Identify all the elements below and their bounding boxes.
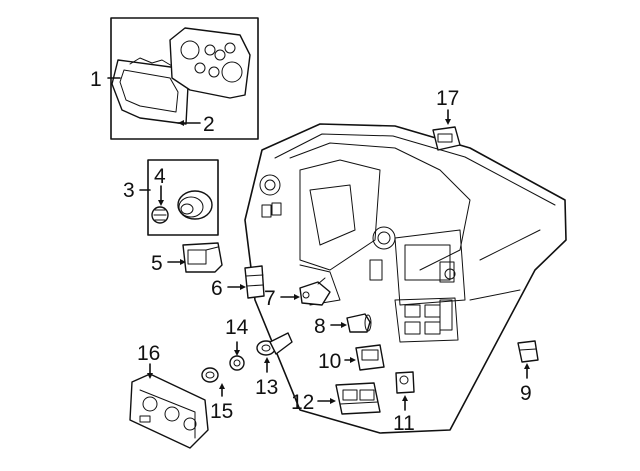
callout-8: 8 [314, 315, 326, 338]
switch-part-17 [432, 126, 461, 151]
callout-17: 17 [436, 87, 459, 110]
module-part-12 [335, 382, 381, 415]
callout-15: 15 [210, 400, 233, 423]
callout-4: 4 [154, 165, 166, 188]
callout-9: 9 [520, 382, 532, 405]
switch-part-6 [244, 265, 265, 299]
switch-part-11 [395, 371, 415, 394]
callout-5: 5 [151, 252, 163, 275]
callout-14: 14 [225, 316, 249, 339]
switch-part-9 [517, 340, 539, 363]
callout-16: 16 [137, 342, 160, 365]
instrument-cluster [169, 27, 251, 99]
switch-part-5 [182, 242, 223, 273]
callout-3: 3 [123, 179, 135, 202]
plug-part-8 [346, 313, 372, 333]
callout-11: 11 [393, 412, 415, 435]
callout-1: 1 [90, 68, 102, 91]
callout-10: 10 [318, 350, 341, 373]
sensor-part-7 [299, 277, 331, 306]
instrument-panel [244, 123, 567, 434]
climate-control-part-16 [129, 373, 209, 449]
callout-12: 12 [291, 391, 314, 414]
lighter-part-13 [256, 332, 293, 356]
callout-2: 2 [203, 113, 215, 136]
ring-part-14 [229, 355, 245, 371]
switch-part-10 [355, 344, 385, 371]
headlamp-switch-body [177, 190, 213, 220]
socket-part-15 [201, 367, 219, 383]
callout-6: 6 [211, 277, 223, 300]
headlamp-knob [151, 206, 169, 224]
callout-13: 13 [255, 376, 278, 399]
knob-group-box [147, 159, 219, 236]
callout-7: 7 [264, 287, 276, 310]
